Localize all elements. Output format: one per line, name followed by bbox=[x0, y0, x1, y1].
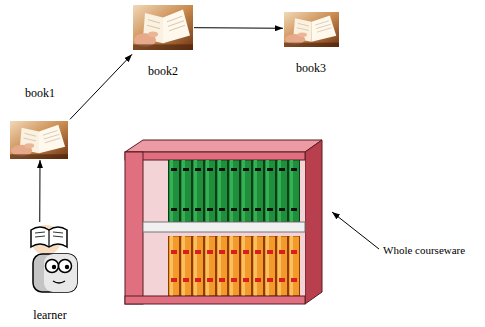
book-node: book1 bbox=[10, 86, 70, 160]
bookshelf-part bbox=[125, 152, 143, 304]
bookshelf-part bbox=[168, 236, 300, 296]
arrow-connector bbox=[39, 160, 40, 222]
learner-icon-part bbox=[31, 227, 67, 247]
node-label: book1 bbox=[25, 86, 55, 100]
book-photo-part bbox=[284, 12, 339, 47]
book-node: book2 bbox=[132, 4, 194, 78]
book-node: learner bbox=[18, 222, 82, 322]
leader-line bbox=[332, 212, 379, 249]
learner-icon-part bbox=[53, 232, 63, 233]
learner-icon-part bbox=[59, 260, 72, 273]
bookshelf-part bbox=[305, 140, 322, 304]
learner-icon-part bbox=[52, 265, 56, 269]
bookshelf-part bbox=[125, 140, 322, 152]
bookshelf-part bbox=[125, 296, 305, 304]
book-photo bbox=[10, 5, 339, 159]
learner-icon-part bbox=[44, 254, 77, 292]
bookshelf-part bbox=[143, 222, 305, 232]
node-label: book2 bbox=[148, 64, 178, 78]
learner-icon-part bbox=[48, 230, 49, 247]
arrow-connector bbox=[194, 27, 283, 29]
learner-icon-part bbox=[65, 265, 69, 269]
learner-icon-part bbox=[35, 232, 45, 233]
bookshelf bbox=[125, 140, 322, 304]
callout-label: Whole courseware bbox=[383, 244, 465, 257]
learner-icon-part bbox=[46, 260, 59, 273]
book-photo-part bbox=[133, 5, 193, 50]
node-label: book3 bbox=[296, 61, 326, 75]
learner-icon-part bbox=[53, 236, 63, 237]
book-node: book3 bbox=[283, 11, 339, 75]
node-label: learner bbox=[33, 308, 66, 322]
learner-icon-part bbox=[35, 236, 45, 237]
bookshelf-part bbox=[125, 152, 305, 160]
arrow-connector bbox=[70, 54, 132, 119]
bookshelf-part bbox=[143, 158, 305, 298]
learner-icon bbox=[31, 225, 77, 292]
learner-icon-part bbox=[33, 254, 77, 292]
bookshelf-part bbox=[168, 160, 300, 222]
book-photo-part bbox=[10, 121, 68, 159]
learner-icon-part bbox=[53, 281, 65, 283]
